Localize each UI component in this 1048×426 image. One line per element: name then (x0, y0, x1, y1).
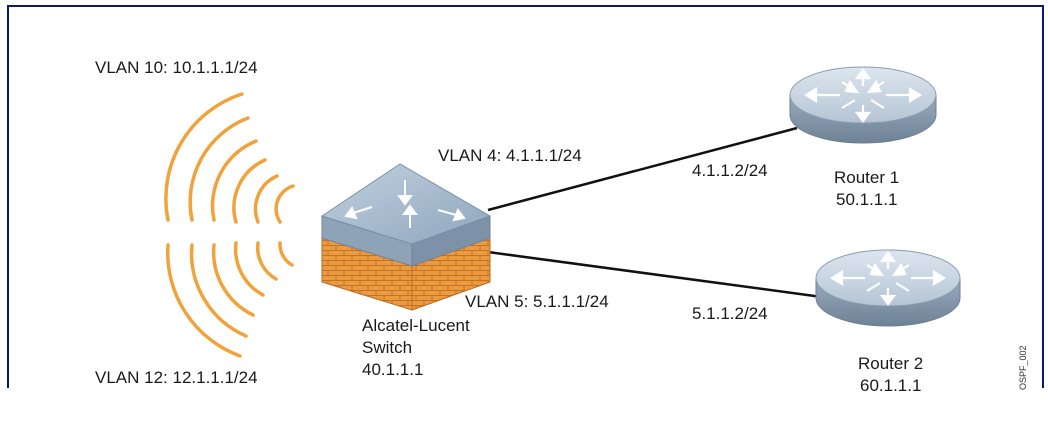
switch-name-line2: Switch (362, 338, 413, 357)
link-router2 (487, 250, 823, 299)
router2-link-ip: 5.1.1.2/24 (692, 304, 768, 323)
wireless-signal-icon (164, 92, 295, 358)
switch-name-line1: Alcatel-Lucent (362, 316, 470, 335)
vlan5-label: VLAN 5: 5.1.1.1/24 (465, 292, 609, 311)
router2-name: Router 2 (858, 354, 924, 373)
vlan4-label: VLAN 4: 4.1.1.1/24 (438, 146, 582, 165)
figure-code: OSPF_002 (1018, 345, 1028, 390)
switch-ip: 40.1.1.1 (362, 360, 424, 379)
router1-link-ip: 4.1.1.2/24 (692, 161, 768, 180)
router-1-icon (789, 66, 937, 144)
vlan10-label: VLAN 10: 10.1.1.1/24 (95, 58, 258, 77)
vlan12-label: VLAN 12: 12.1.1.1/24 (95, 368, 258, 387)
link-router1 (487, 126, 798, 212)
frame-border (7, 5, 1044, 388)
router2-id: 60.1.1.1 (860, 376, 922, 395)
router-2-icon (815, 249, 961, 327)
switch-icon (320, 163, 492, 311)
router1-name: Router 1 (834, 168, 900, 187)
router1-id: 50.1.1.1 (836, 190, 898, 209)
